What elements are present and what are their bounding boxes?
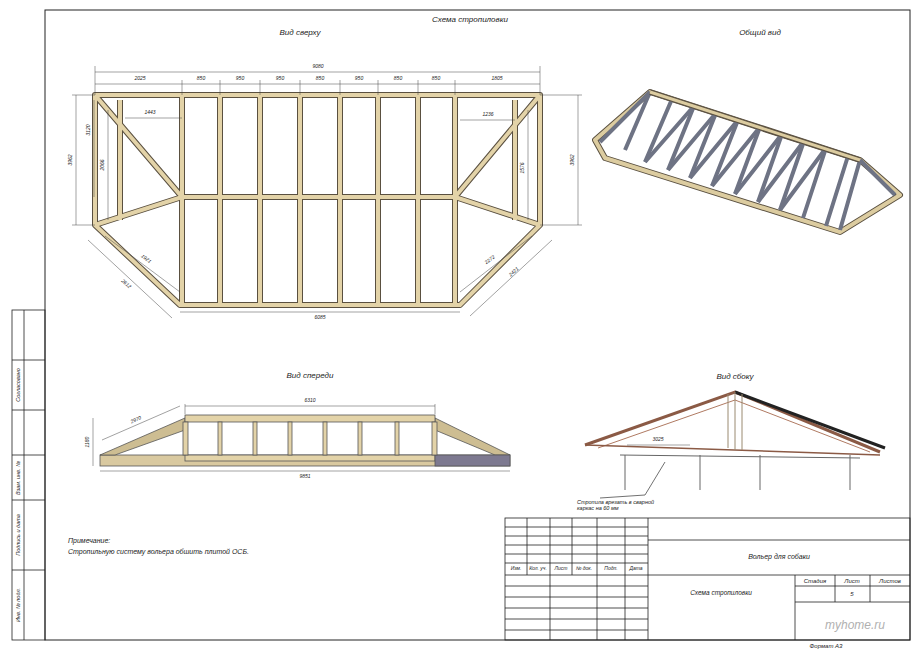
title-block-cell: Кол. уч. (529, 566, 547, 572)
dimension-label: 3025 (652, 437, 663, 443)
dimension-label: 3962 (68, 154, 74, 165)
callout-note: Стропила врезать в сварной каркас на 60 … (577, 499, 672, 511)
dimension-label: 1805 (491, 76, 502, 82)
sheet-note: Примечание: (68, 537, 110, 545)
title-block-cell: Схема стропиловки (690, 589, 752, 596)
view-heading: Вид спереди (287, 372, 334, 381)
title-block-cell: Изм. (511, 566, 522, 572)
format-label: Формат А3 (810, 643, 843, 650)
dimension-label: 1576 (520, 162, 526, 173)
stamp-label: Согласовано (15, 368, 21, 402)
dimension-label: 850 (432, 76, 440, 82)
title-block-cell: Листов (879, 578, 901, 585)
title-block-cell: Дата (629, 566, 642, 572)
dimension-label: 9851 (299, 474, 310, 480)
title-block-cell: Стадия (804, 578, 826, 585)
dimension-label: 6310 (304, 398, 315, 404)
dimension-label: 850 (197, 76, 205, 82)
dimension-label: 2421 (508, 266, 520, 278)
stamp-label: Инв. № подл. (15, 588, 21, 622)
dimension-label: 2272 (484, 254, 496, 265)
view-heading: Вид сбоку (716, 373, 753, 382)
dimension-label: 2025 (134, 76, 145, 82)
dimension-label: 1236 (482, 112, 493, 118)
title-block-cell: Подп. (604, 566, 617, 572)
dimension-label: 950 (355, 76, 363, 82)
dimension-label: 3962 (570, 154, 576, 165)
dimension-label: 950 (276, 76, 284, 82)
dimension-label: 1180 (85, 437, 91, 448)
dimension-label: 3120 (86, 124, 92, 135)
dimension-label: 2066 (100, 159, 106, 170)
sheet-note: Стропильную систему вольера обшить плито… (68, 548, 249, 556)
stamp-label: Взам. инв. № (15, 461, 21, 495)
stamp-label: Подпись и дата (15, 514, 21, 556)
dimension-label: 1921 (140, 253, 152, 264)
dimension-label: 1443 (144, 110, 155, 116)
title-block-cell: Лист (555, 566, 568, 572)
watermark: myhome.ru (825, 619, 885, 632)
dimension-label: 950 (236, 76, 244, 82)
view-heading: Вид сверху (279, 29, 320, 38)
title-block-cell: № док. (576, 566, 592, 572)
title-block-cell: 5 (850, 591, 853, 598)
title-block-cell: Вольер для собаки (748, 553, 810, 561)
view-heading: Общий вид (739, 29, 781, 38)
sheet-title: Схема стропиловки (432, 16, 508, 25)
title-block-cell: Лист (844, 578, 859, 585)
dimension-label: 850 (394, 76, 402, 82)
dimension-label: 6085 (314, 315, 325, 321)
dimension-label: 850 (316, 76, 324, 82)
dimension-label: 9080 (312, 64, 323, 70)
dimension-label: 2612 (120, 278, 132, 290)
